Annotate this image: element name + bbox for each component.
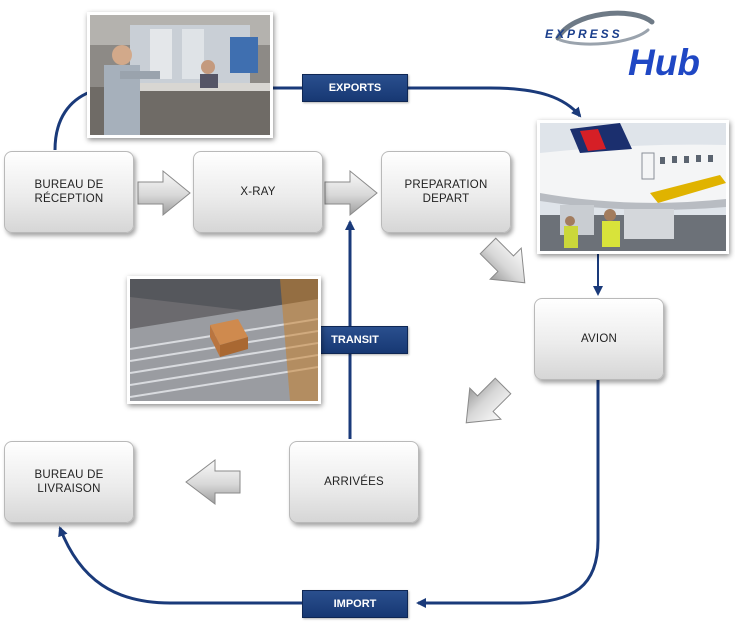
gray-arrow-xray-preparation xyxy=(324,169,378,217)
gray-arrow-arrivees-livraison xyxy=(185,458,241,506)
gray-arrow-reception-xray xyxy=(137,169,191,217)
node-label: PREPARATION DEPART xyxy=(404,179,488,205)
node-label: X-RAY xyxy=(240,186,276,198)
connector-avion-import xyxy=(416,378,600,608)
logo-express-text: EXPRESS xyxy=(545,27,623,41)
conveyor-parcel-photo xyxy=(127,276,321,404)
tag-label: EXPORTS xyxy=(328,82,382,94)
airplane-loading-photo xyxy=(537,120,729,254)
node-bureau-reception: BUREAU DE RÉCEPTION xyxy=(4,151,134,233)
gray-arrow-preparation-avion xyxy=(479,237,526,284)
tag-exports: EXPORTS xyxy=(302,74,408,102)
tag-label: TRANSIT xyxy=(331,334,379,346)
node-avion: AVION xyxy=(534,298,664,380)
logo-hub-text: Hub xyxy=(628,42,700,83)
node-bureau-livraison: BUREAU DE LIVRAISON xyxy=(4,441,134,523)
node-label: BUREAU DE LIVRAISON xyxy=(34,469,104,495)
node-label: ARRIVÉES xyxy=(324,476,384,488)
connector-exports-plane xyxy=(272,86,580,116)
gray-arrow-avion-arrivees xyxy=(465,377,512,424)
logo-swoosh-icon xyxy=(555,10,655,46)
tag-label: IMPORT xyxy=(333,598,377,610)
tag-import: IMPORT xyxy=(302,590,408,618)
node-preparation-depart: PREPARATION DEPART xyxy=(381,151,511,233)
connector-reception-photo xyxy=(53,90,91,151)
connector-import-livraison xyxy=(58,526,302,605)
node-label: AVION xyxy=(581,333,617,345)
node-arrivees: ARRIVÉES xyxy=(289,441,419,523)
reception-desk-photo xyxy=(87,12,273,138)
node-xray: X-RAY xyxy=(193,151,323,233)
node-label: BUREAU DE RÉCEPTION xyxy=(34,179,104,205)
